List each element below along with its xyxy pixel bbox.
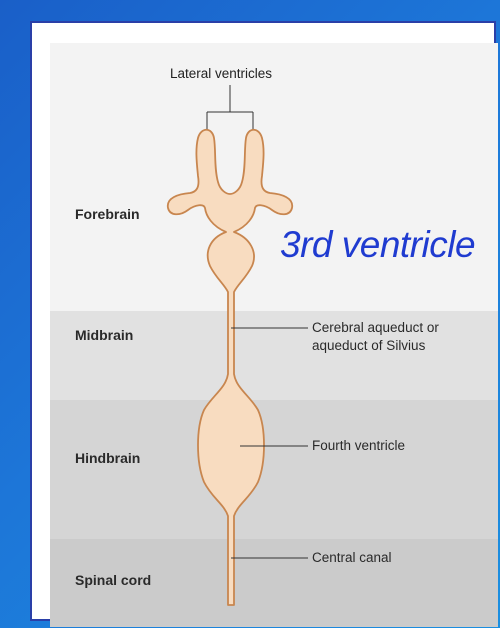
spinal-cord-label: Spinal cord: [75, 572, 151, 588]
hindbrain-label: Hindbrain: [75, 450, 140, 466]
cerebral-aqueduct-label-line1: Cerebral aqueduct or: [312, 319, 439, 337]
fourth-ventricle-label: Fourth ventricle: [312, 437, 405, 455]
third-ventricle-label: 3rd ventricle: [280, 224, 475, 266]
lateral-ventricles-bracket: [207, 85, 253, 140]
forebrain-label: Forebrain: [75, 206, 140, 222]
cerebral-aqueduct-label: Cerebral aqueduct or aqueduct of Silvius: [312, 319, 439, 355]
cerebral-aqueduct-label-line2: aqueduct of Silvius: [312, 337, 439, 355]
lateral-ventricles-label: Lateral ventricles: [170, 66, 272, 81]
midbrain-label: Midbrain: [75, 327, 133, 343]
central-canal-label: Central canal: [312, 549, 392, 567]
ventricular-system-shape: [168, 130, 292, 605]
